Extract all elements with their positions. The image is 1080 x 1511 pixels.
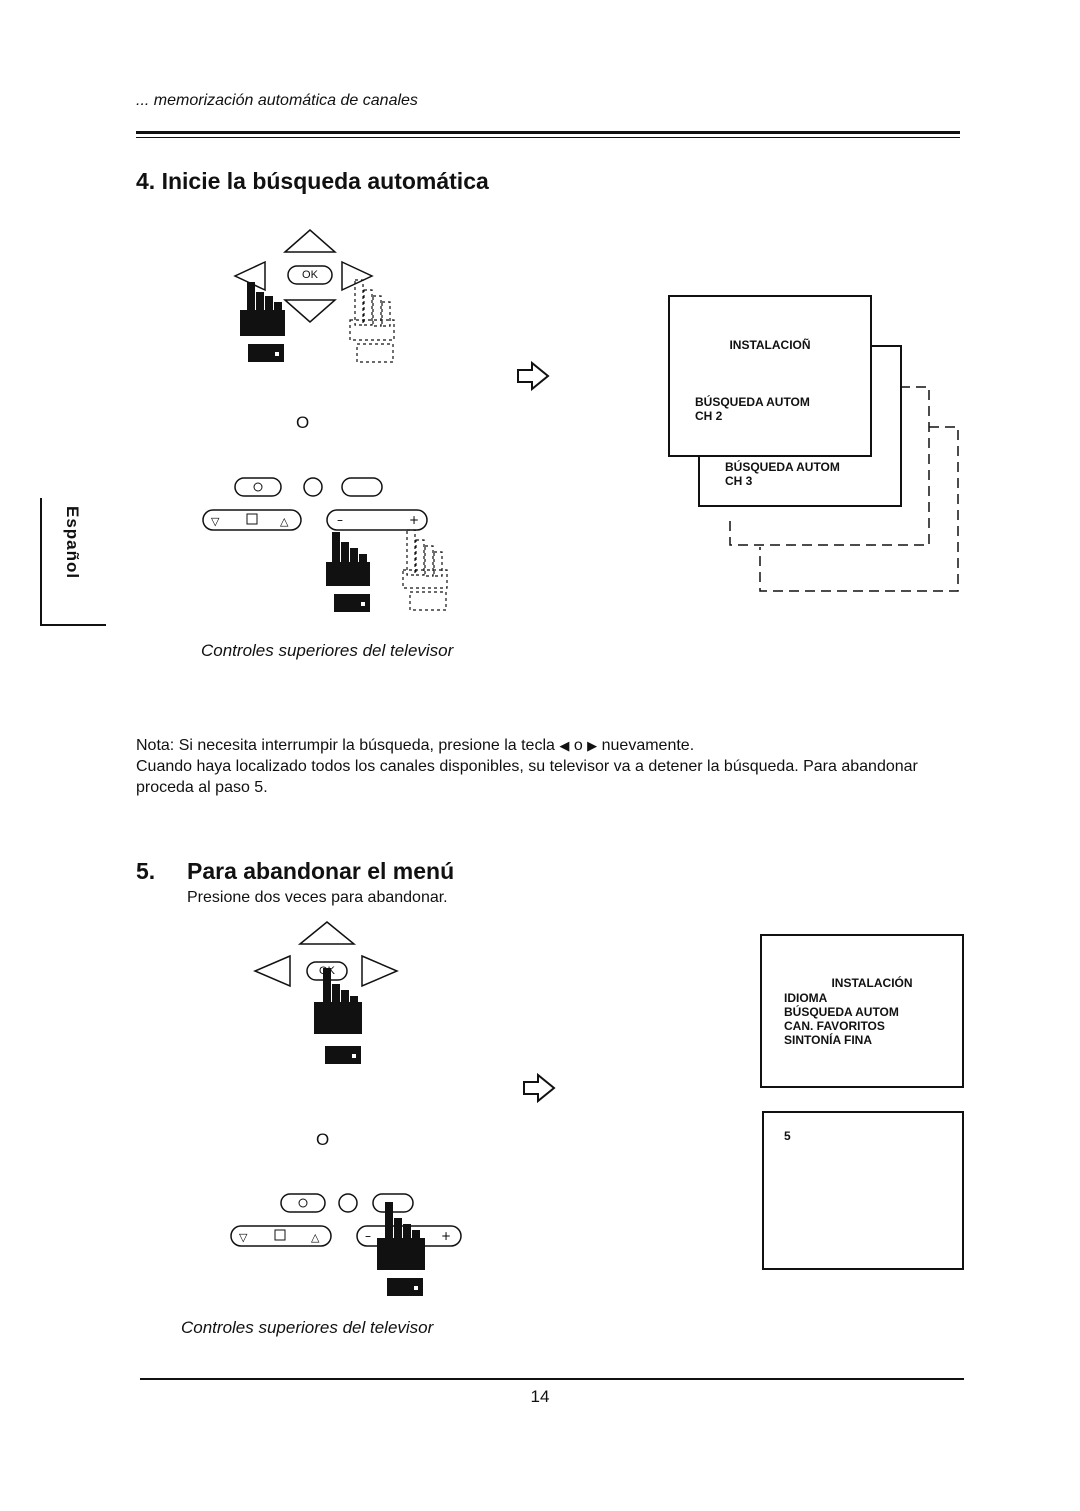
hand-pressing-icon [377, 1202, 425, 1296]
svg-text:+: + [409, 513, 419, 527]
svg-text:–: – [365, 1229, 371, 1243]
result-arrow-icon [523, 1072, 556, 1104]
step4-caption: Controles superiores del televisor [201, 641, 454, 660]
left-arrow-icon [253, 954, 291, 988]
tv-screen-channel: 5 [762, 1111, 964, 1270]
step4-or-text: O [296, 413, 310, 432]
menu-button-icon [341, 477, 383, 497]
tv-screen-install-menu: INSTALACIÓN IDIOMA BÚSQUEDA AUTOM CAN. F… [760, 934, 964, 1088]
svg-text:+: + [441, 1229, 451, 1243]
step5-title: Para abandonar el menú [187, 858, 455, 884]
step5-remote-pad: OK [245, 918, 415, 1068]
channel-number: 5 [784, 1129, 791, 1143]
ok-button-label: OK [302, 269, 318, 281]
note-paragraph: Nota: Si necesita interrumpir la búsqued… [136, 735, 966, 798]
up-arrow-icon [283, 229, 337, 253]
step4-title: 4. Inicie la búsqueda automática [136, 168, 489, 194]
step4-tv-controls: ▽ △ – + [195, 470, 455, 620]
page-number: 14 [530, 1387, 550, 1406]
right-arrow-key-icon: ▶ [587, 738, 598, 753]
channel-rocker-icon [202, 509, 302, 531]
volume-rocker-icon [326, 509, 428, 531]
power-button-icon [234, 477, 282, 497]
screen-ch2-line2: CH 2 [695, 409, 723, 423]
step4-remote-pad: OK [225, 222, 425, 372]
screen-ch2-line1: BÚSQUEDA AUTOM [695, 395, 810, 409]
up-arrow-icon [297, 921, 357, 945]
step5-subtitle: Presione dos veces para abandonar. [187, 889, 448, 906]
tv-top-controls-illustration: ▽ △ – + [202, 477, 448, 612]
footer-rule [140, 1378, 964, 1380]
menu-title: INSTALACIÓN [831, 976, 913, 990]
running-header: ... memorización automática de canales [136, 92, 418, 109]
header-rule [136, 131, 960, 138]
svg-text:△: △ [311, 1231, 320, 1244]
ok-button-outline [287, 265, 333, 285]
note-line1-or: o [573, 737, 583, 754]
ok-button-label: OK [319, 965, 335, 977]
step5-tv-controls: ▽ △ – + [225, 1190, 475, 1300]
step5-caption: Controles superiores del televisor [181, 1318, 434, 1337]
tv-top-controls-illustration: ▽ △ – + [230, 1193, 462, 1296]
step5-or-text: O [316, 1130, 330, 1149]
svg-text:△: △ [280, 515, 289, 528]
menu-item-busqueda: BÚSQUEDA AUTOM [784, 1005, 899, 1019]
svg-text:–: – [337, 513, 343, 527]
result-arrow-icon [517, 360, 550, 392]
screen-ch3-line1: BÚSQUEDA AUTOM [725, 460, 840, 474]
svg-text:▽: ▽ [239, 1231, 248, 1244]
right-arrow-icon [361, 954, 399, 988]
note-line1-suffix: nuevamente. [601, 737, 695, 754]
hand-outline-icon [402, 529, 448, 611]
language-side-tab: Español [40, 498, 106, 626]
menu-item-idioma: IDIOMA [784, 991, 828, 1005]
note-line1-prefix: Nota: Si necesita interrumpir la búsqued… [136, 737, 555, 754]
hand-pressing-icon [314, 968, 362, 1064]
language-label: Español [63, 506, 82, 580]
channel-rocker-icon [230, 1225, 332, 1247]
remote-nav-pad-illustration [253, 921, 399, 1064]
screen-ch2-title: INSTALACIOÑ [729, 338, 811, 352]
svg-text:▽: ▽ [211, 515, 220, 528]
remote-nav-pad-illustration [233, 229, 395, 363]
down-arrow-icon [283, 299, 337, 323]
note-line2: Cuando haya localizado todos los canales… [136, 758, 918, 796]
screen-ch3-line2: CH 3 [725, 474, 753, 488]
hand-outline-icon [349, 279, 395, 363]
power-button-icon [280, 1193, 326, 1213]
tv-screen-ch2: INSTALACIOÑ BÚSQUEDA AUTOM CH 2 [668, 295, 872, 457]
hand-pressing-icon [240, 282, 285, 362]
input-source-icon [338, 1193, 358, 1213]
step5-number: 5. [136, 858, 156, 884]
left-arrow-key-icon: ◀ [559, 738, 570, 753]
menu-item-sintonia: SINTONÍA FINA [784, 1033, 873, 1047]
hand-pressing-icon [326, 532, 370, 612]
step4-screen-stack: BÚSQUEDA AUTOM CH 3 INSTALACIOÑ BÚSQUEDA… [668, 295, 968, 595]
menu-item-favoritos: CAN. FAVORITOS [784, 1019, 885, 1033]
input-source-icon [303, 477, 323, 497]
right-arrow-icon [341, 260, 374, 292]
